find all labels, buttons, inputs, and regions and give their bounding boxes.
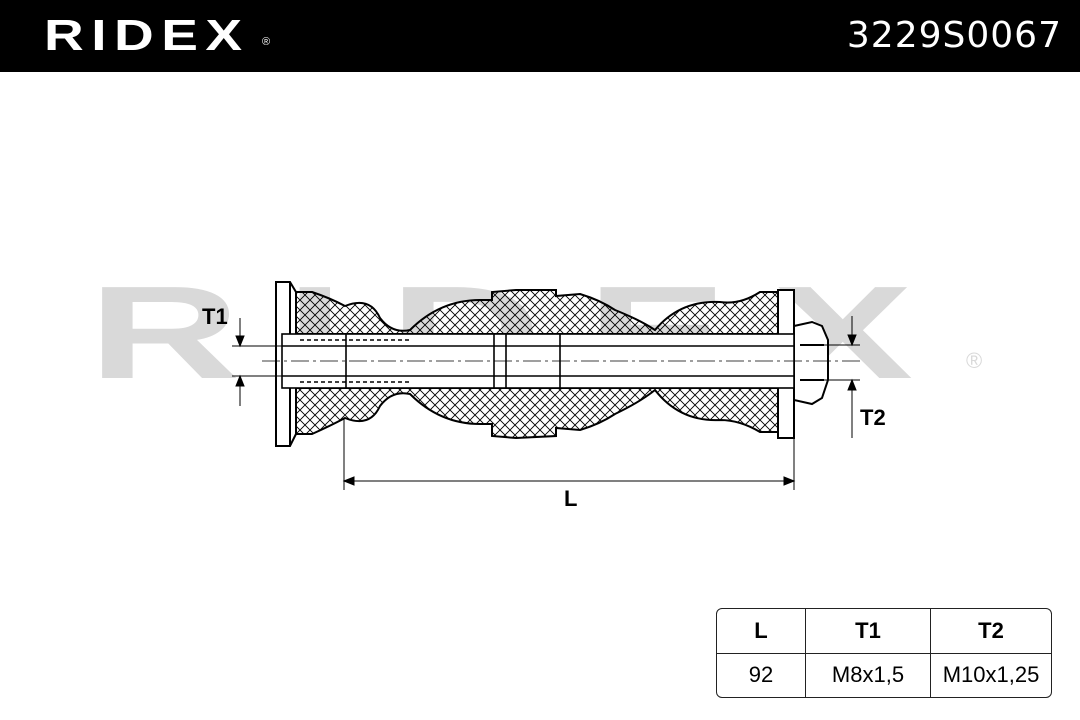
specs-value-t2: M10x1,25 bbox=[930, 652, 1051, 697]
specs-header-t2: T2 bbox=[930, 609, 1051, 654]
registered-mark: ® bbox=[262, 36, 271, 48]
watermark-reg: ® bbox=[966, 348, 982, 373]
specs-table: L T1 T2 92 M8x1,5 M10x1,25 bbox=[716, 608, 1052, 698]
specs-header-row: L T1 T2 bbox=[717, 609, 1051, 654]
dimension-t1 bbox=[232, 318, 286, 406]
part-number: 3229S0067 bbox=[846, 15, 1062, 56]
specs-header-t1: T1 bbox=[805, 609, 931, 654]
technical-drawing: RIDEX ® bbox=[88, 259, 982, 511]
specs-header-l: L bbox=[717, 609, 806, 654]
bushing-lower bbox=[295, 387, 779, 440]
bushing-upper bbox=[295, 289, 779, 335]
specs-value-l: 92 bbox=[717, 652, 806, 697]
header-bar: RIDEX ® 3229S0067 bbox=[0, 0, 1080, 72]
dimension-l bbox=[342, 418, 796, 490]
dimension-t2 bbox=[816, 316, 860, 438]
label-l: L bbox=[564, 486, 577, 511]
label-t1: T1 bbox=[202, 304, 228, 329]
brand-logo: RIDEX bbox=[44, 11, 250, 60]
specs-value-row: 92 M8x1,5 M10x1,25 bbox=[717, 652, 1051, 697]
nut bbox=[793, 320, 829, 406]
specs-value-t1: M8x1,5 bbox=[805, 652, 931, 697]
label-t2: T2 bbox=[860, 405, 886, 430]
